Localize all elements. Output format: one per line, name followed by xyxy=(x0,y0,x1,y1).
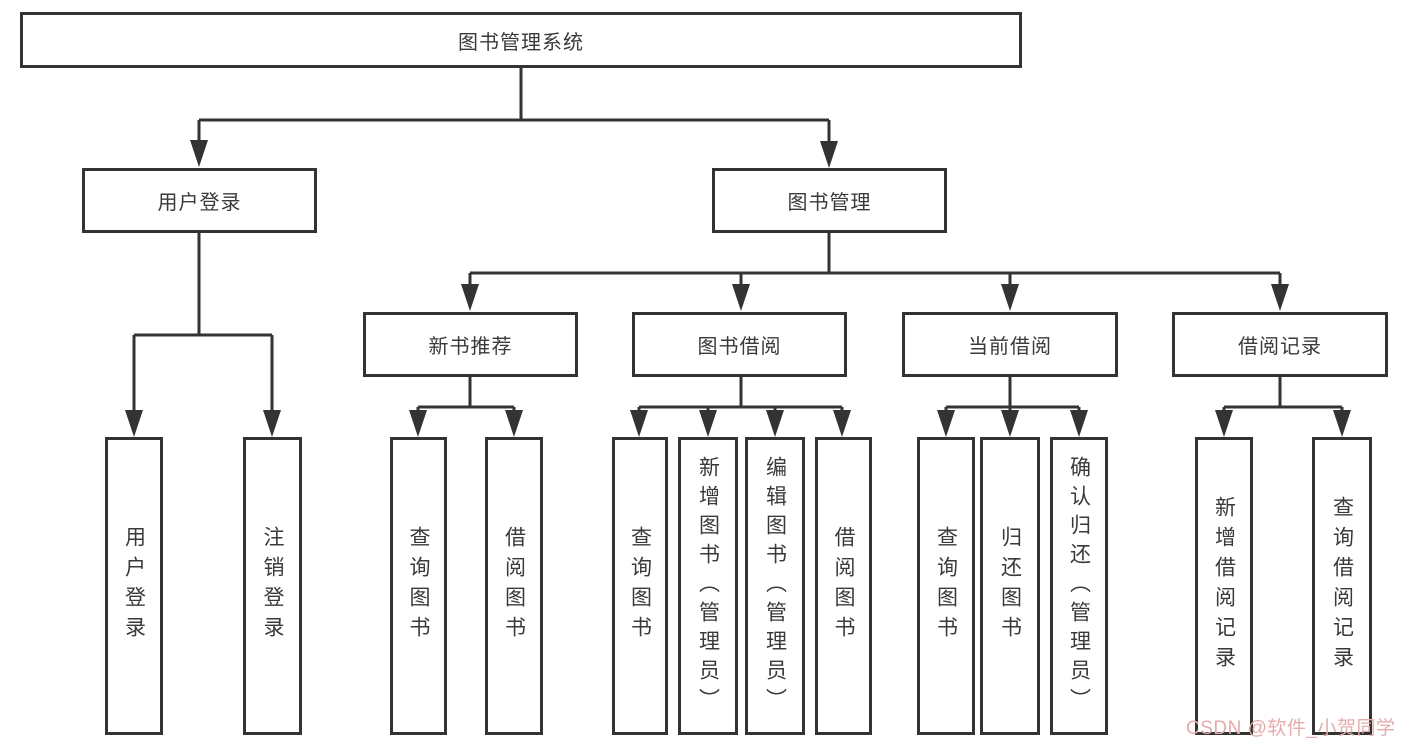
leaf-nbr-query-books-label: 查询图书 xyxy=(407,526,430,646)
leaf-br-add-record-label: 新增借阅记录 xyxy=(1212,496,1236,676)
leaf-cb-return-books-label: 归还图书 xyxy=(998,526,1022,646)
node-new-book-recommendation: 新书推荐 xyxy=(363,312,578,377)
leaf-cb-confirm-return-admin: 确认归还（管理员） xyxy=(1050,437,1108,735)
csdn-watermark: CSDN @软件_小贺同学 xyxy=(1186,718,1396,739)
leaf-bb-edit-books-admin: 编辑图书（管理员） xyxy=(745,437,805,735)
leaf-cb-return-books: 归还图书 xyxy=(980,437,1040,735)
node-current-borrowing: 当前借阅 xyxy=(902,312,1118,377)
leaf-bb-edit-books-admin-label: 编辑图书（管理员） xyxy=(763,455,787,717)
leaf-bb-query-books-label: 查询图书 xyxy=(628,526,652,646)
leaf-bb-borrow-books: 借阅图书 xyxy=(815,437,872,735)
leaf-bb-borrow-books-label: 借阅图书 xyxy=(832,526,855,646)
leaf-bb-query-books: 查询图书 xyxy=(612,437,668,735)
leaf-logout: 注销登录 xyxy=(243,437,302,735)
leaf-bb-add-books-admin-label: 新增图书（管理员） xyxy=(696,455,720,717)
leaf-bb-add-books-admin: 新增图书（管理员） xyxy=(678,437,738,735)
leaf-nbr-query-books: 查询图书 xyxy=(390,437,447,735)
leaf-logout-label: 注销登录 xyxy=(261,526,284,646)
leaf-cb-query-books: 查询图书 xyxy=(917,437,975,735)
leaf-nbr-borrow-books: 借阅图书 xyxy=(485,437,543,735)
leaf-cb-query-books-label: 查询图书 xyxy=(934,526,958,646)
leaf-user-login-label: 用户登录 xyxy=(122,526,146,646)
node-book-borrowing: 图书借阅 xyxy=(632,312,847,377)
leaf-br-query-record-label: 查询借阅记录 xyxy=(1330,496,1354,676)
node-borrowing-records: 借阅记录 xyxy=(1172,312,1388,377)
node-book-management: 图书管理 xyxy=(712,168,947,233)
node-user-login: 用户登录 xyxy=(82,168,317,233)
leaf-cb-confirm-return-admin-label: 确认归还（管理员） xyxy=(1067,455,1091,717)
leaf-br-add-record: 新增借阅记录 xyxy=(1195,437,1253,735)
leaf-br-query-record: 查询借阅记录 xyxy=(1312,437,1372,735)
leaf-user-login: 用户登录 xyxy=(105,437,163,735)
arrowhead-icons xyxy=(125,140,1351,437)
leaf-nbr-borrow-books-label: 借阅图书 xyxy=(502,526,526,646)
tree-edges xyxy=(125,67,1351,437)
root-node-library-system: 图书管理系统 xyxy=(20,12,1022,68)
